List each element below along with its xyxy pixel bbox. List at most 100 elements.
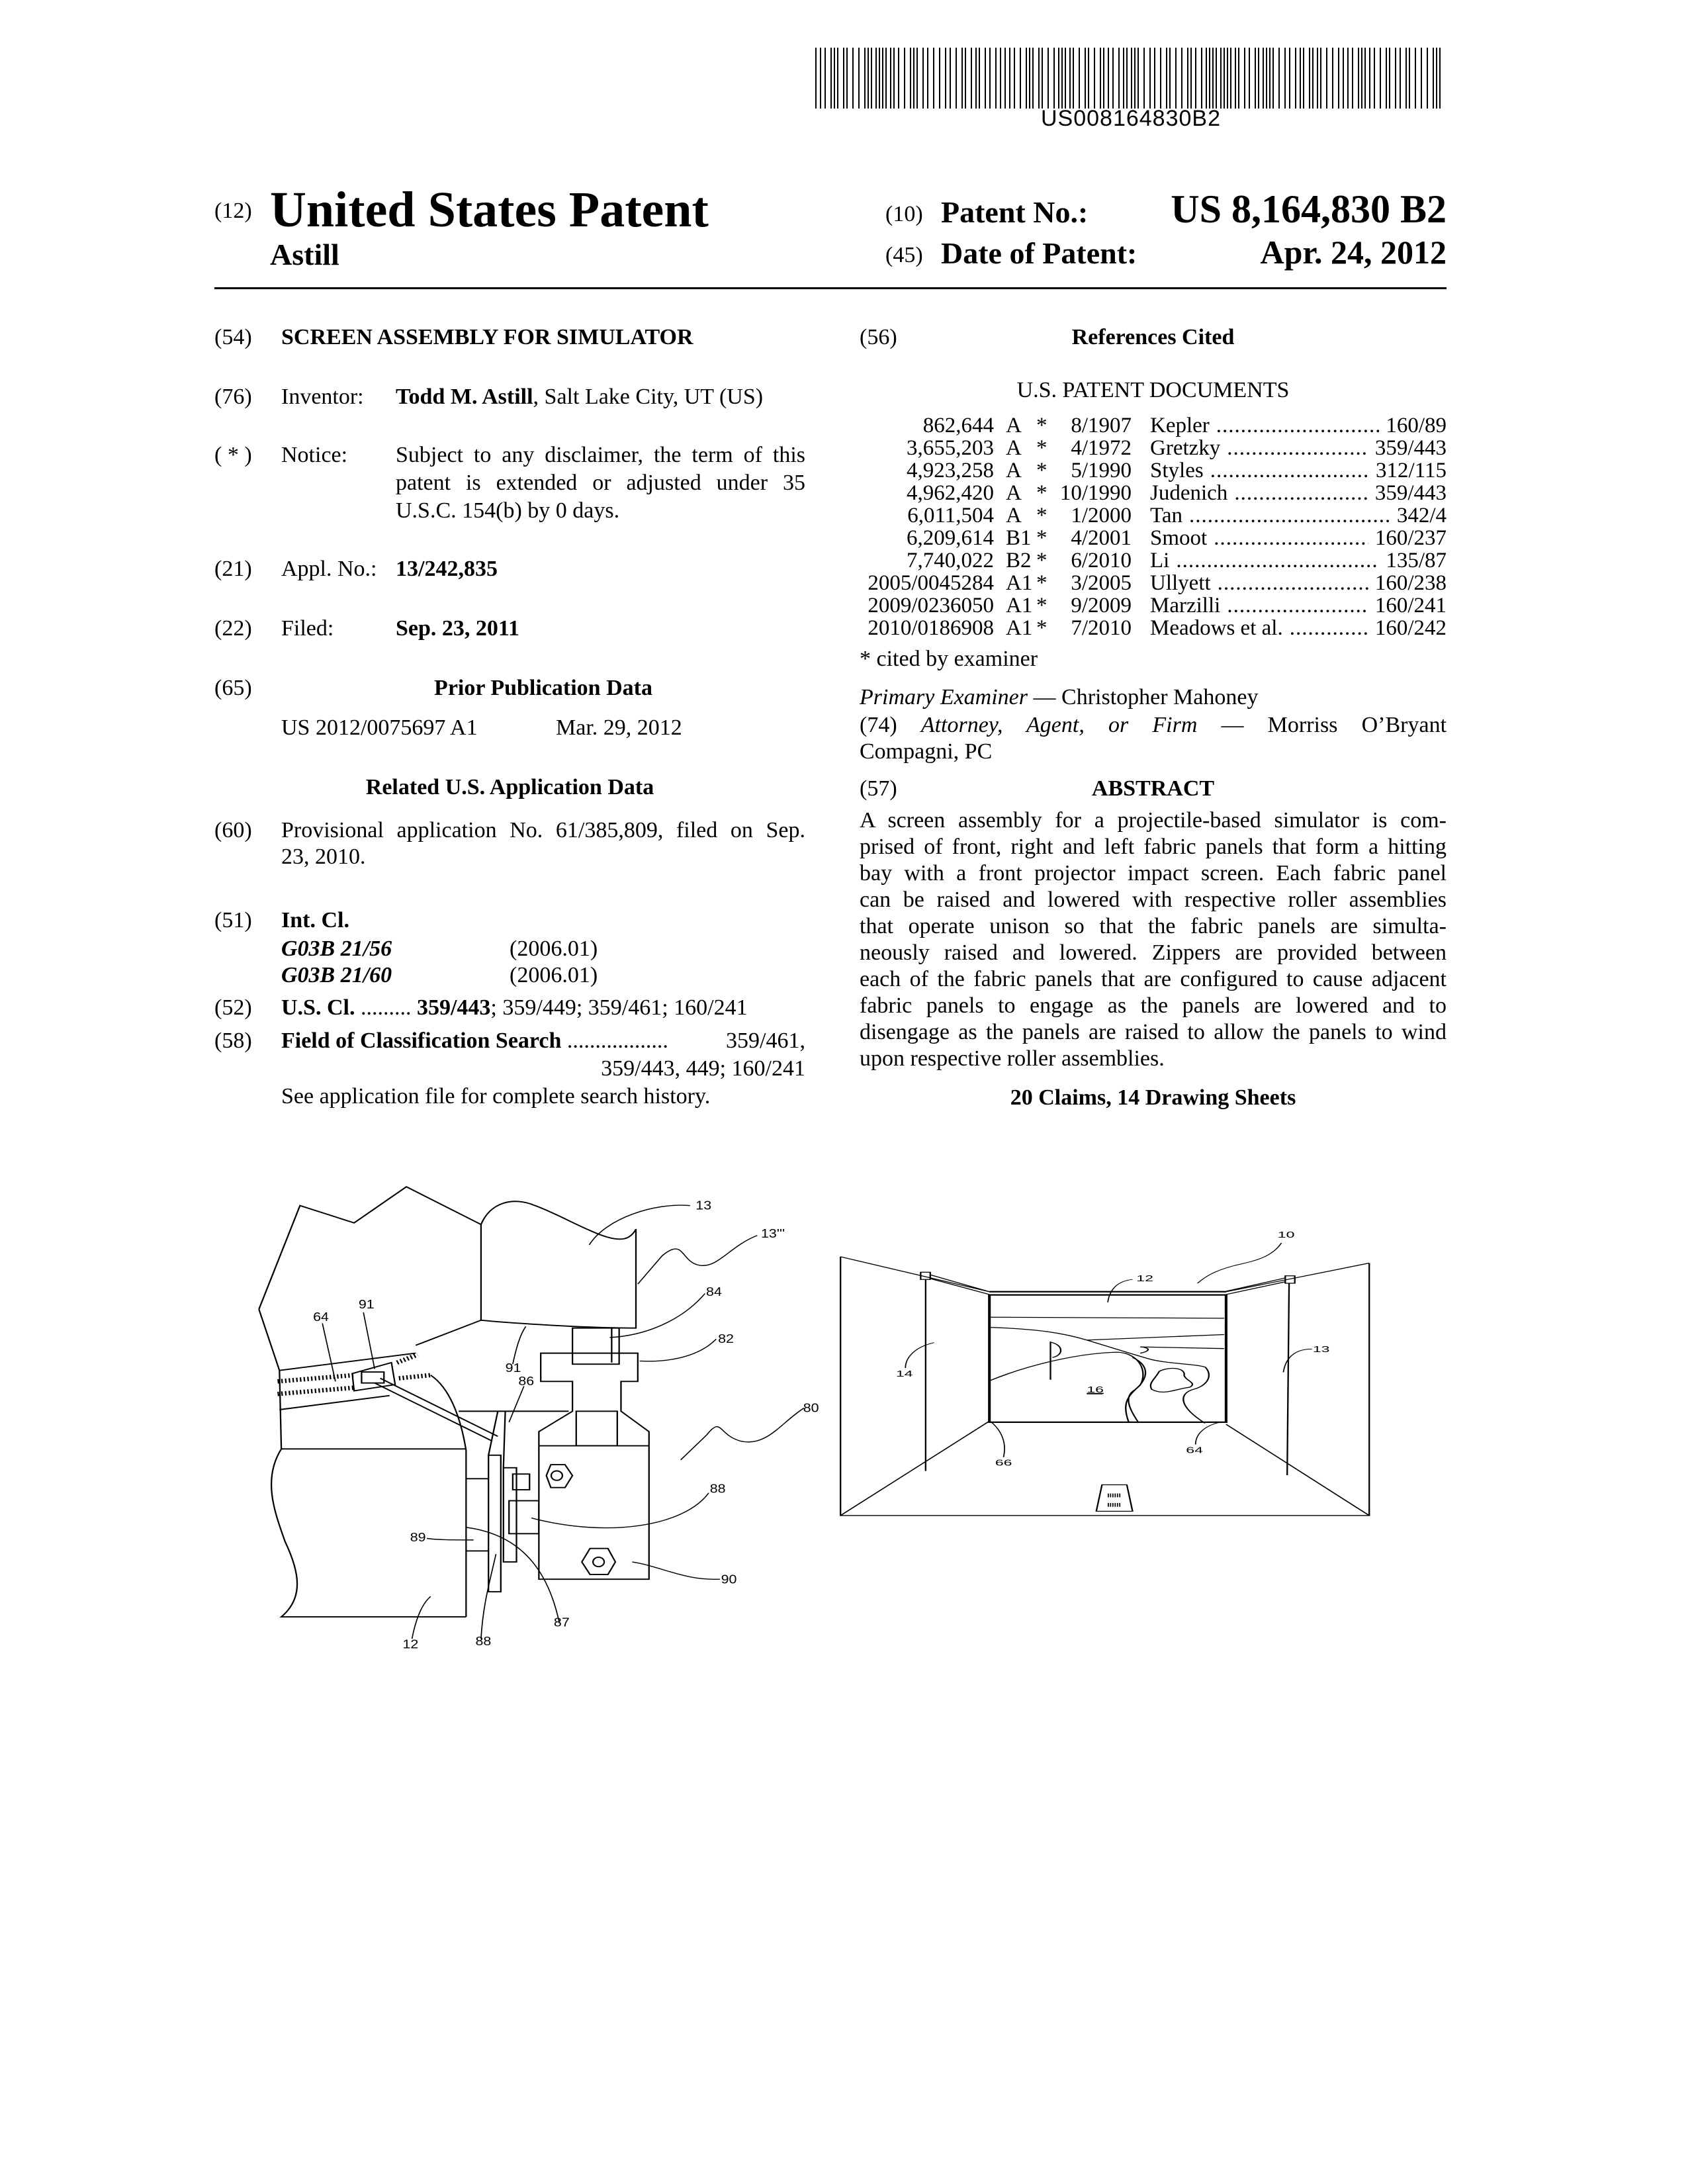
barcode-bar: [1255, 48, 1256, 109]
label-90: 90: [721, 1573, 737, 1586]
notice-line: patent is extended or adjusted under 35: [396, 471, 805, 495]
ref-cited-marker: *: [1036, 414, 1048, 437]
barcode-bar: [1149, 48, 1151, 109]
barcode-bar: [927, 48, 928, 109]
label-88: 88: [475, 1635, 491, 1648]
inventor-surname: Astill: [270, 238, 339, 271]
barcode-bar: [1126, 48, 1128, 109]
prior-pub-heading: Prior Publication Data: [434, 676, 652, 700]
ref-name-cell: Kepler160/89: [1150, 414, 1447, 437]
field-search-line: Field of Classification Search .........…: [281, 1028, 668, 1054]
notice-line: U.S.C. 154(b) by 0 days.: [396, 498, 620, 523]
barcode-bar: [1143, 48, 1145, 109]
appl-no-value: 13/242,835: [396, 557, 498, 581]
ref-class: 135/87: [1386, 549, 1447, 572]
ref-cited-marker: *: [1036, 436, 1048, 460]
barcode-bar: [1069, 48, 1071, 109]
inid-76: (76): [214, 385, 252, 409]
barcode-bar: [1094, 48, 1095, 109]
barcode-bar: [815, 48, 817, 109]
ref-class: 160/241: [1374, 594, 1447, 617]
ref-leader-dots: [1290, 617, 1368, 639]
ref-class: 359/443: [1374, 481, 1447, 505]
label-87: 87: [554, 1616, 570, 1629]
cited-footnote: * cited by examiner: [860, 647, 1038, 671]
figure-roller-detail: 13 13''' 84 82 91 64 91 86 80 88 89 90 1…: [258, 1186, 819, 1651]
barcode-bar: [1000, 48, 1001, 109]
ref-class: 342/4: [1396, 504, 1447, 527]
field-search-value: 359/461,: [726, 1028, 805, 1053]
figure-hitting-bay: 10 12 14 13 16 66 64: [840, 1230, 1370, 1516]
barcode-bar: [1380, 48, 1381, 109]
barcode-bar: [1053, 48, 1055, 109]
ref-date: 4/2001: [1071, 526, 1132, 550]
barcode-bar: [1343, 48, 1344, 109]
attorney-name-cont: Compagni, PC: [860, 739, 993, 764]
barcode-bar: [1175, 48, 1177, 109]
label-86: 86: [518, 1375, 534, 1388]
barcode-bar: [1249, 48, 1250, 109]
inid-code-10: (10): [885, 202, 923, 226]
inventor-location: , Salt Lake City, UT (US): [533, 385, 764, 409]
barcode-bar: [1079, 48, 1080, 109]
patent-number: US 8,164,830 B2: [1171, 187, 1447, 231]
barcode-bar: [1352, 48, 1353, 109]
barcode-bar: [1065, 48, 1066, 109]
barcode-bar: [1421, 48, 1422, 109]
int-cl-class: G03B 21/56: [281, 936, 392, 961]
barcode-bar: [1230, 48, 1231, 109]
barcode-bar: [1187, 48, 1188, 109]
barcode-bar: [1154, 48, 1155, 109]
ref-name-cell: Gretzky359/443: [1150, 437, 1447, 459]
barcode-bar: [1058, 48, 1059, 109]
ref-number: 2009/0236050: [868, 594, 994, 617]
header-rule: [214, 287, 1447, 289]
ref-cited-marker: *: [1036, 571, 1048, 595]
barcode-bar: [1073, 48, 1074, 109]
inid-56: (56): [860, 325, 897, 349]
barcode-bar: [1309, 48, 1310, 109]
label-64: 64: [313, 1310, 329, 1324]
barcode-bar: [1009, 48, 1010, 109]
barcode-bar: [1386, 48, 1387, 109]
ref-leader-dots: [1176, 549, 1379, 572]
ref-cited-marker: *: [1036, 616, 1048, 640]
label-14: 14: [896, 1369, 913, 1378]
barcode-bar: [1212, 48, 1214, 109]
ref-kind: A1: [1006, 594, 1033, 617]
barcode-bar: [1436, 48, 1437, 109]
abstract-line: that operate unison so that the fabric p…: [860, 914, 1447, 938]
barcode-bar: [1389, 48, 1390, 109]
references-subheading: U.S. PATENT DOCUMENTS: [1016, 378, 1290, 402]
label-84: 84: [706, 1285, 722, 1298]
ref-name: Ullyett: [1150, 571, 1211, 595]
abstract-line: can be raised and lowered with respectiv…: [860, 887, 1447, 912]
ref-name: Kepler: [1150, 414, 1210, 437]
barcode-bar: [1220, 48, 1222, 109]
barcode-bar: [939, 48, 940, 109]
us-cl-rest: ; 359/449; 359/461; 160/241: [490, 995, 748, 1020]
barcode-bar: [1004, 48, 1006, 109]
abstract-line: upon respective roller assemblies.: [860, 1046, 1165, 1071]
inventor-label: Inventor:: [281, 385, 364, 409]
ref-cited-marker: *: [1036, 504, 1048, 527]
inventor-value: Todd M. Astill, Salt Lake City, UT (US): [396, 384, 763, 410]
abstract-line: neously raised and lowered. Zippers are …: [860, 940, 1447, 965]
ref-leader-dots: [1218, 572, 1368, 594]
ref-class: 312/115: [1376, 459, 1447, 482]
barcode-bar: [989, 48, 991, 109]
abstract-heading: ABSTRACT: [1091, 776, 1215, 801]
barcode-bar: [1100, 48, 1101, 109]
ref-cited-marker: *: [1036, 594, 1048, 617]
barcode-bar: [1369, 48, 1370, 109]
ref-name: Meadows et al.: [1150, 616, 1283, 640]
ref-name-cell: Tan342/4: [1150, 504, 1447, 527]
barcode-bar: [1169, 48, 1171, 109]
